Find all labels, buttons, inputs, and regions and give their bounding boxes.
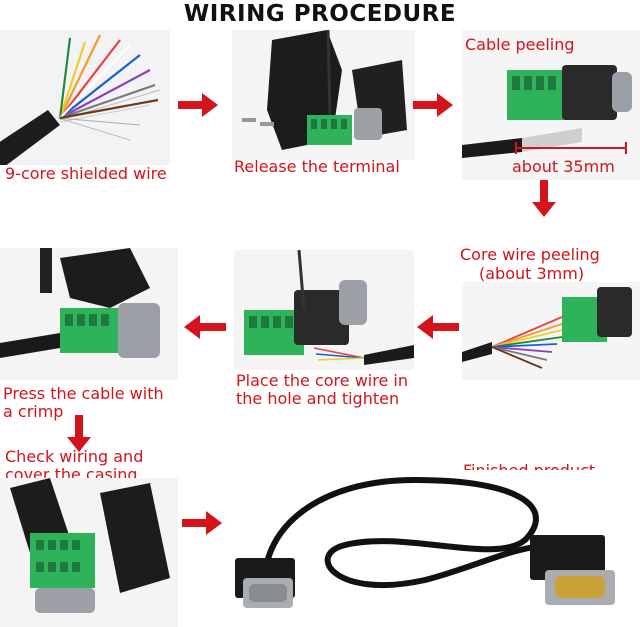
arrow-down-icon: [532, 180, 556, 217]
shielded-wire-photo: [0, 30, 170, 165]
step-label-shielded-wire: 9-core shielded wire: [5, 164, 167, 183]
cable-peeling-photo: [462, 30, 640, 180]
measure-label: about 35mm: [512, 157, 615, 176]
arrow-left-icon: [184, 315, 226, 339]
page-title: WIRING PROCEDURE: [183, 1, 457, 27]
release-terminal-photo: [232, 30, 415, 160]
step-label-crimp-line2: a crimp: [3, 402, 64, 421]
place-core-wire-photo: [234, 250, 414, 370]
step-sublabel-core-peeling: (about 3mm): [479, 264, 585, 283]
core-peeling-photo: [462, 282, 640, 380]
step-label-place-core-line1: Place the core wire in: [236, 371, 408, 390]
arrow-left-icon: [417, 315, 459, 339]
step-label-crimp-line1: Press the cable with: [3, 384, 164, 403]
cover-casing-photo: [0, 478, 178, 627]
db9-male-connector: [530, 535, 615, 605]
step-label-core-peeling: Core wire peeling: [460, 245, 600, 264]
crimp-photo: [0, 248, 178, 380]
arrow-right-icon: [413, 93, 453, 117]
step-label-cable-peeling: Cable peeling: [465, 35, 575, 54]
arrow-down-icon: [67, 415, 91, 452]
finished-product-photo: [225, 470, 640, 627]
db9-female-connector: [235, 558, 295, 608]
arrow-right-icon: [182, 511, 222, 535]
step-label-check-wiring-line1: Check wiring and: [5, 447, 144, 466]
step-label-release-terminal: Release the terminal: [234, 157, 400, 176]
arrow-right-icon: [178, 93, 218, 117]
step-label-place-core-line2: the hole and tighten: [236, 389, 400, 408]
measure-bracket-icon: [515, 142, 627, 154]
